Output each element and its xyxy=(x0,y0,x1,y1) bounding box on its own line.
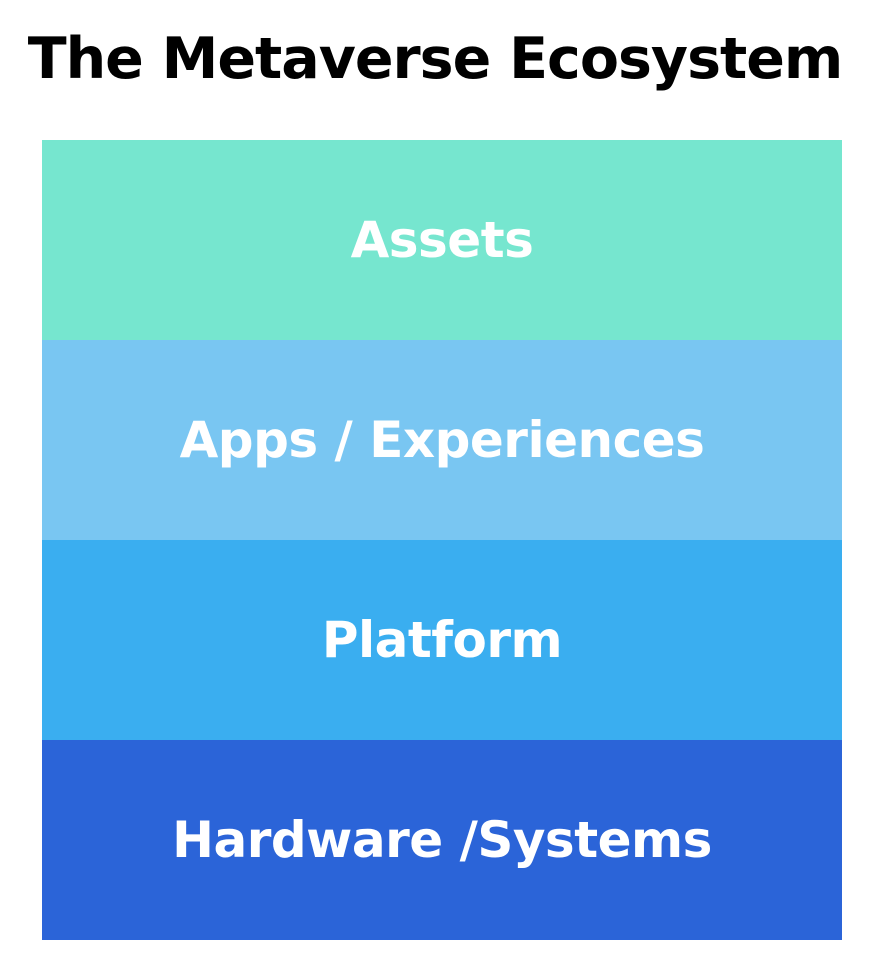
layer-platform-label: Platform xyxy=(321,611,563,669)
layer-assets-label: Assets xyxy=(350,211,534,269)
diagram-title: The Metaverse Ecosystem xyxy=(27,26,844,92)
layer-assets: Assets xyxy=(42,140,842,340)
ecosystem-stack: Assets Apps / Experiences Platform Hardw… xyxy=(42,140,842,940)
layer-hardware-systems-label: Hardware /Systems xyxy=(172,811,712,869)
layer-apps-experiences: Apps / Experiences xyxy=(42,340,842,540)
layer-apps-experiences-label: Apps / Experiences xyxy=(179,411,705,469)
layer-hardware-systems: Hardware /Systems xyxy=(42,740,842,940)
layer-platform: Platform xyxy=(42,540,842,740)
